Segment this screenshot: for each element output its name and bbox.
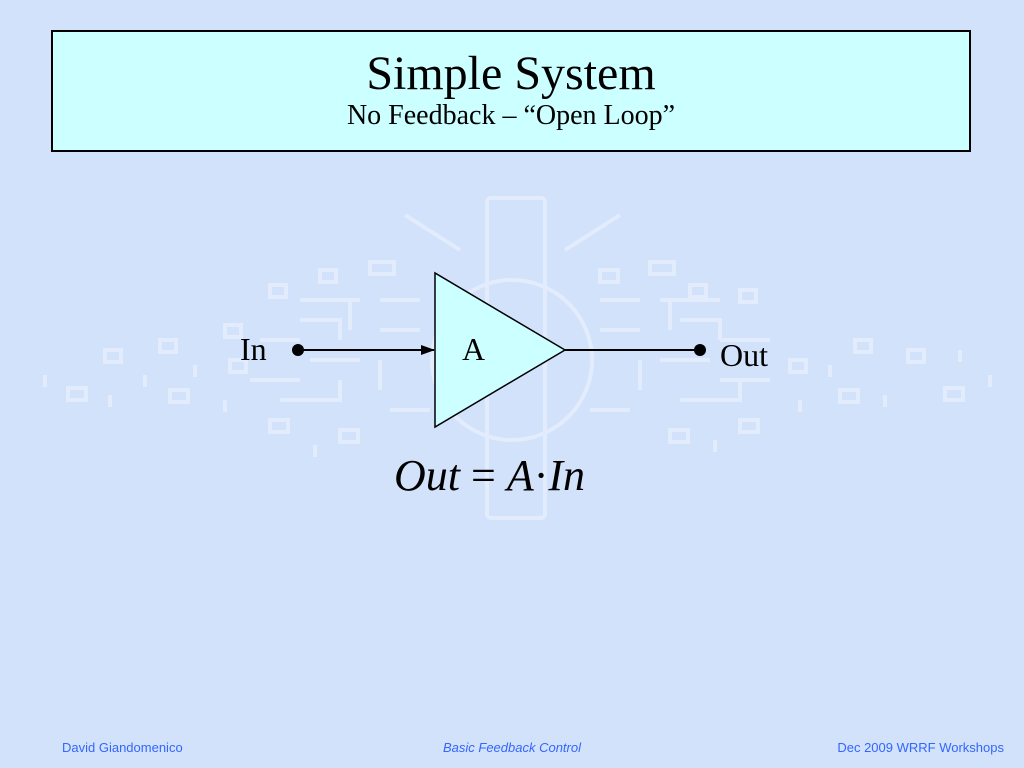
equation-a: A [506, 451, 534, 500]
equation-out: Out [394, 451, 460, 500]
equation: Out = A·In [394, 448, 634, 504]
equation-in: In [548, 451, 586, 500]
block-label: A [462, 331, 485, 367]
equation-dot: · [533, 451, 549, 500]
footer-author: David Giandomenico [62, 740, 183, 755]
footer-topic: Basic Feedback Control [442, 740, 581, 755]
slide-title: Simple System [366, 47, 656, 100]
equation-equals: = [460, 451, 507, 500]
title-box: Simple System No Feedback – “Open Loop” [51, 30, 971, 152]
output-terminal-dot [694, 344, 706, 356]
output-label: Out [720, 337, 768, 373]
slide-subtitle: No Feedback – “Open Loop” [346, 100, 676, 131]
footer-event: Dec 2009 WRRF Workshops [837, 740, 1004, 755]
gain-block-triangle [434, 271, 567, 429]
input-label: In [240, 331, 267, 367]
